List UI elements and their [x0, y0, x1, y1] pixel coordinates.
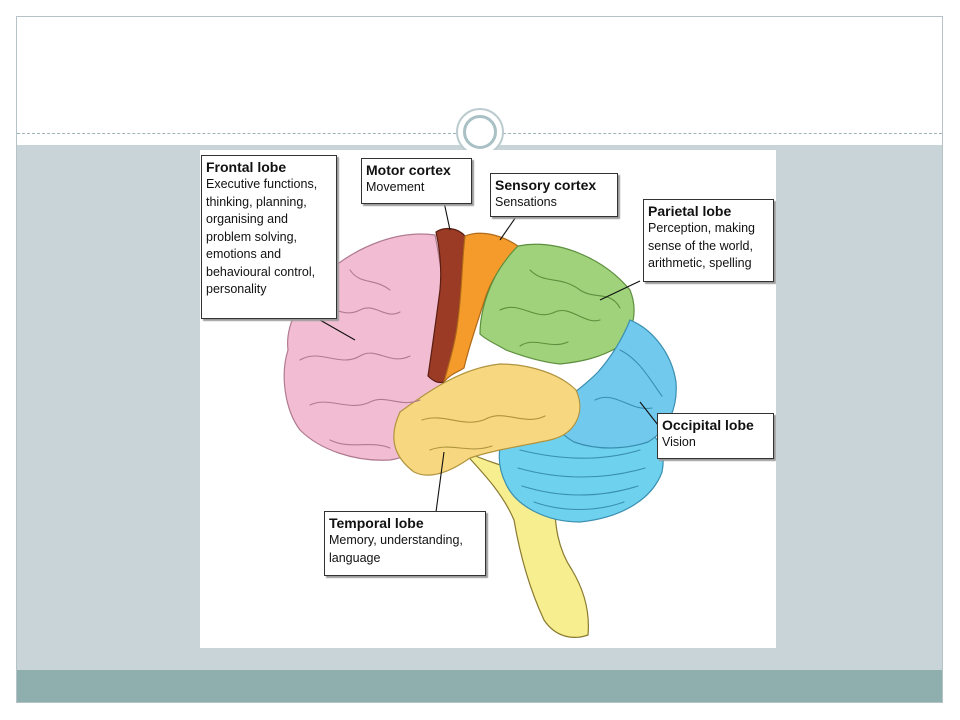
parietal-lobe-title: Parietal lobe	[648, 203, 732, 219]
motor-cortex-line-1: Movement	[366, 180, 425, 194]
parietal-lobe-line-3: arithmetic, spelling	[648, 256, 752, 270]
parietal-lobe-line-1: Perception, making	[648, 221, 756, 235]
frontal-lobe-line-5: emotions and	[206, 247, 282, 261]
sensory-cortex-title: Sensory cortex	[495, 177, 597, 193]
callout-leader-lines	[319, 201, 659, 513]
frontal-lobe-line-6: behavioural control,	[206, 264, 316, 279]
sensory-cortex-line-1: Sensations	[495, 195, 557, 209]
frontal-lobe-line-2: thinking, planning,	[206, 194, 307, 209]
occipital-lobe-title: Occipital lobe	[662, 417, 754, 433]
brain-lobes-diagram: Frontal lobe Executive functions, thinki…	[200, 150, 776, 648]
temporal-lobe-line-2: language	[329, 550, 381, 565]
temporal-lobe-title: Temporal lobe	[329, 515, 424, 531]
temporal-lobe-callout: Temporal lobe Memory, understanding, lan…	[324, 511, 486, 576]
sensory-cortex-callout: Sensory cortex Sensations	[490, 173, 618, 217]
frontal-lobe-title: Frontal lobe	[206, 159, 287, 175]
occipital-lobe-shape	[549, 319, 677, 449]
motor-cortex-title: Motor cortex	[366, 162, 451, 178]
temporal-lobe-line-1: Memory, understanding,	[329, 533, 463, 547]
slide-footer-band	[17, 670, 942, 702]
frontal-lobe-callout: Frontal lobe Executive functions, thinki…	[201, 155, 337, 319]
occipital-lobe-callout: Occipital lobe Vision	[657, 413, 774, 459]
occipital-lobe-line-1: Vision	[662, 435, 696, 449]
divider-ring-ornament	[456, 108, 504, 156]
frontal-lobe-line-4: problem solving,	[206, 229, 298, 244]
frontal-lobe-line-3: organising and	[206, 212, 289, 226]
frontal-lobe-line-1: Executive functions,	[206, 177, 318, 191]
frontal-lobe-line-7: personality	[206, 282, 267, 296]
parietal-lobe-line-2: sense of the world,	[648, 238, 753, 253]
motor-cortex-callout: Motor cortex Movement	[361, 158, 472, 204]
parietal-lobe-shape	[479, 243, 635, 365]
parietal-lobe-callout: Parietal lobe Perception, making sense o…	[643, 199, 774, 282]
